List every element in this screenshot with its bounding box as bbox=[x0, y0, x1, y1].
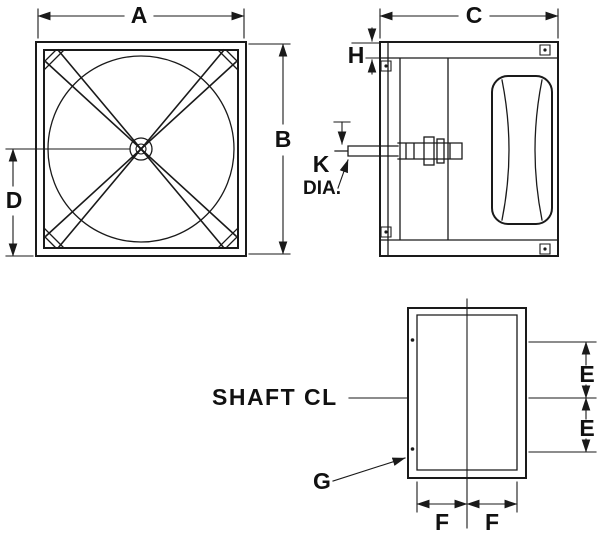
leader-G-line bbox=[332, 457, 406, 482]
dim-label-K-dia: DIA. bbox=[303, 178, 341, 199]
pulley-drum-faces bbox=[501, 79, 543, 221]
side-frame bbox=[379, 41, 559, 257]
pulley-drum-outline bbox=[491, 75, 553, 225]
pad-bolt-dot bbox=[543, 247, 547, 251]
shaft-lock-collar bbox=[436, 138, 445, 164]
dim-E: E E bbox=[528, 342, 596, 452]
dim-D: D bbox=[5, 148, 131, 257]
hub-inner-ring bbox=[135, 143, 147, 155]
shaft-assembly bbox=[334, 136, 463, 166]
dim-label-B: B bbox=[275, 126, 292, 152]
dim-label-H: H bbox=[348, 42, 365, 68]
shaft-centerline-label: SHAFT CL bbox=[212, 384, 338, 410]
pad-bolt-dot bbox=[384, 64, 388, 68]
pad-bolt-dot bbox=[384, 230, 388, 234]
mounting-pads bbox=[380, 44, 551, 255]
plan-bolt-dot-lower bbox=[410, 447, 415, 451]
corner-gussets bbox=[43, 49, 239, 249]
dim-label-E-upper: E bbox=[579, 361, 594, 387]
dim-C: C bbox=[380, 2, 558, 39]
dim-label-K: K bbox=[313, 151, 330, 177]
shaft-lines bbox=[334, 142, 463, 160]
fan-housing-frame bbox=[35, 41, 247, 257]
dim-F: F F bbox=[416, 481, 518, 535]
dim-K-leader bbox=[337, 159, 349, 189]
pad-bolt-dot bbox=[543, 48, 547, 52]
dim-H: H bbox=[348, 27, 381, 75]
plan-frame bbox=[407, 307, 527, 479]
dim-label-A: A bbox=[131, 2, 148, 28]
fan-spokes bbox=[44, 48, 238, 250]
dim-A: A bbox=[38, 2, 244, 39]
plan-frame-inner bbox=[416, 314, 518, 471]
front-view: A B D bbox=[6, 2, 292, 256]
dim-label-E-lower: E bbox=[579, 415, 594, 441]
plan-bolt-dot-upper bbox=[410, 338, 415, 342]
dim-K: K DIA. bbox=[303, 121, 351, 199]
side-view: C H K DIA. bbox=[303, 2, 559, 257]
hub-center-dot bbox=[139, 147, 143, 151]
leader-G: G bbox=[313, 457, 406, 494]
dim-label-F-left: F bbox=[435, 509, 449, 535]
plan-view: SHAFT CL E E G F F bbox=[212, 298, 596, 535]
pulley-drum bbox=[491, 75, 553, 225]
dim-H-extension-lines bbox=[351, 42, 381, 59]
mounting-pad-squares bbox=[380, 44, 551, 255]
dim-D-extension-lines bbox=[5, 148, 131, 257]
shaft-bearing-block bbox=[423, 136, 435, 166]
dim-label-F-right: F bbox=[485, 509, 499, 535]
dim-B: B bbox=[248, 44, 292, 254]
dim-label-D: D bbox=[6, 187, 23, 213]
fan-hub bbox=[129, 137, 153, 161]
dim-label-C: C bbox=[466, 2, 483, 28]
side-frame-inner-lines bbox=[379, 41, 559, 257]
leader-label-G: G bbox=[313, 468, 331, 494]
shaft-centerline-callout: SHAFT CL bbox=[212, 384, 409, 410]
